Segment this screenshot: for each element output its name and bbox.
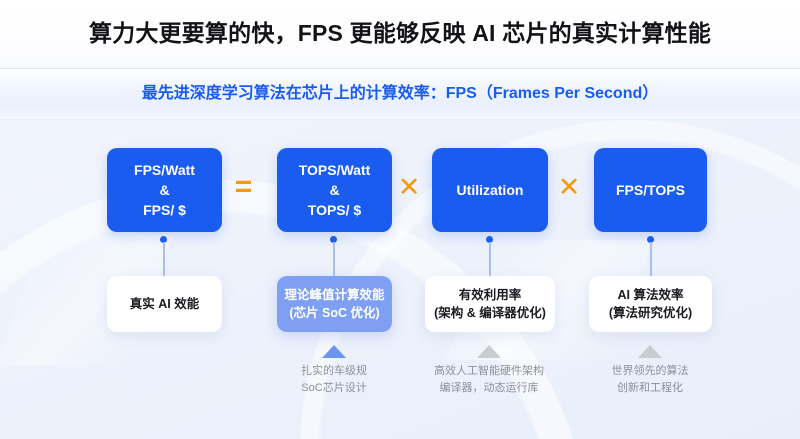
formula-box-line: FPS/TOPS [616, 181, 685, 198]
operator-equals-icon: = [234, 170, 253, 203]
formula-box-fps-tops: FPS/TOPS [594, 148, 707, 232]
card-ai-algorithm-efficiency: AI 算法效率 (算法研究优化) [589, 276, 712, 332]
card-line: 理论峰值计算效能 [284, 287, 385, 302]
connector-dot-icon [160, 236, 167, 243]
card-theoretical-peak-compute: 理论峰值计算效能 (芯片 SoC 优化) [277, 276, 392, 332]
triangle-up-icon [322, 345, 346, 358]
card-line: (架构 & 编译器优化) [434, 306, 546, 320]
formula-box-line: FPS/Watt [134, 161, 195, 178]
card-line: (芯片 SoC 优化) [289, 306, 380, 320]
formula-box-line: & [159, 181, 170, 198]
connector-line [333, 242, 335, 280]
subtitle-text: 最先进深度学习算法在芯片上的计算效率：FPS（Frames Per Second… [141, 85, 659, 102]
note-line: 创新和工程化 [617, 381, 683, 394]
note-soc-design: 扎实的车级规 SoC芯片设计 [269, 345, 399, 396]
note-algorithm-innovation: 世界领先的算法 创新和工程化 [585, 345, 715, 396]
connector-dot-icon [486, 236, 493, 243]
triangle-up-icon [477, 345, 501, 358]
note-hardware-compiler: 高效人工智能硬件架构 编译器，动态运行库 [415, 345, 563, 396]
card-line: AI 算法效率 [617, 287, 684, 302]
card-effective-utilization: 有效利用率 (架构 & 编译器优化) [425, 276, 555, 332]
connector-dot-icon [330, 236, 337, 243]
card-real-ai-performance: 真实 AI 效能 [107, 276, 222, 332]
formula-box-line: & [329, 181, 340, 198]
operator-multiply-icon-1: ✕ [397, 172, 421, 202]
triangle-up-icon [638, 345, 662, 358]
card-line: 有效利用率 [458, 287, 522, 302]
formula-box-tops-watt-dollar: TOPS/Watt & TOPS/ $ [277, 148, 392, 232]
formula-box-line: FPS/ $ [143, 202, 186, 219]
note-line: 扎实的车级规 [301, 365, 367, 377]
connector-4 [647, 236, 656, 280]
formula-box-fps-watt-dollar: FPS/Watt & FPS/ $ [107, 148, 222, 232]
note-line: SoC芯片设计 [301, 381, 367, 394]
card-line: (算法研究优化) [608, 306, 693, 320]
formula-box-line: TOPS/ $ [307, 202, 362, 219]
connector-1 [160, 236, 169, 280]
connector-dot-icon [647, 236, 654, 243]
connector-line [650, 242, 652, 280]
formula-box-line: TOPS/Watt [298, 161, 371, 178]
subtitle-band: 最先进深度学习算法在芯片上的计算效率：FPS（Frames Per Second… [0, 68, 800, 120]
formula-box-utilization: Utilization [432, 148, 548, 232]
formula-box-line: Utilization [456, 181, 524, 198]
connector-2 [330, 236, 339, 280]
operator-multiply-icon-2: ✕ [557, 172, 581, 202]
card-line: 真实 AI 效能 [129, 296, 200, 311]
header-background [0, 0, 800, 68]
connector-line [163, 242, 165, 280]
note-line: 高效人工智能硬件架构 [434, 365, 544, 377]
note-line: 编译器，动态运行库 [439, 381, 539, 394]
connector-3 [486, 236, 495, 280]
note-line: 世界领先的算法 [611, 365, 689, 377]
page-title: 算力大更要算的快，FPS 更能够反映 AI 芯片的真实计算性能 [88, 20, 712, 46]
formula-row: FPS/Watt & FPS/ $ TOPS/Watt & TOPS/ $ Ut… [0, 148, 800, 232]
connector-line [489, 242, 491, 280]
